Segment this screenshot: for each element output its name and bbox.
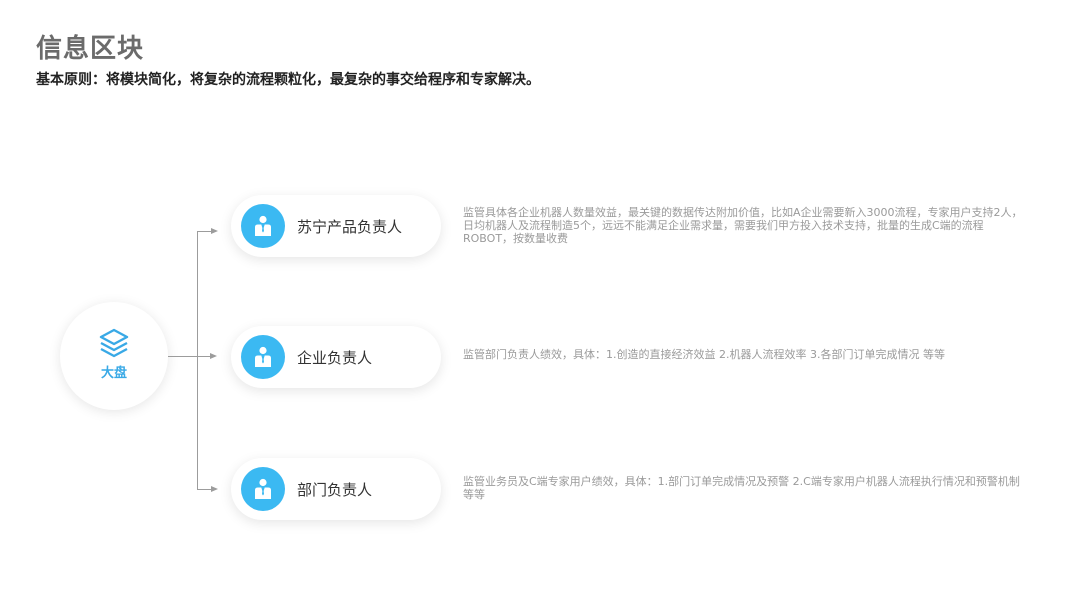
arrow-head-middle <box>210 353 217 359</box>
role-card-product-owner[interactable]: 苏宁产品负责人 <box>231 195 441 257</box>
user-tie-icon <box>241 467 285 511</box>
connector-root-horizontal <box>168 356 210 357</box>
arrow-head-top <box>211 228 218 234</box>
connector-top-horizontal <box>197 231 211 232</box>
role-card-department-owner[interactable]: 部门负责人 <box>231 458 441 520</box>
user-tie-icon <box>241 204 285 248</box>
role-description-enterprise-owner: 监管部门负责人绩效，具体：1.创造的直接经济效益 2.机器人流程效率 3.各部门… <box>463 348 945 361</box>
role-label: 部门负责人 <box>297 480 373 499</box>
page-title: 信息区块 <box>36 34 145 64</box>
role-label: 企业负责人 <box>297 348 373 367</box>
layers-icon <box>99 328 129 357</box>
root-node-dashboard[interactable]: 大盘 <box>60 302 168 410</box>
role-description-product-owner: 监管具体各企业机器人数量效益，最关键的数据传达附加价值，比如A企业需要新入300… <box>463 206 1023 245</box>
user-tie-icon <box>241 335 285 379</box>
arrow-head-bottom <box>211 486 218 492</box>
connector-vertical <box>197 231 198 490</box>
root-label: 大盘 <box>100 365 127 381</box>
role-description-department-owner: 监管业务员及C端专家用户绩效，具体：1.部门订单完成情况及预警 2.C端专家用户… <box>463 475 1020 501</box>
connector-bottom-horizontal <box>197 489 211 490</box>
page-subtitle: 基本原则：将模块简化，将复杂的流程颗粒化，最复杂的事交给程序和专家解决。 <box>36 72 540 88</box>
role-label: 苏宁产品负责人 <box>297 217 403 236</box>
role-card-enterprise-owner[interactable]: 企业负责人 <box>231 326 441 388</box>
